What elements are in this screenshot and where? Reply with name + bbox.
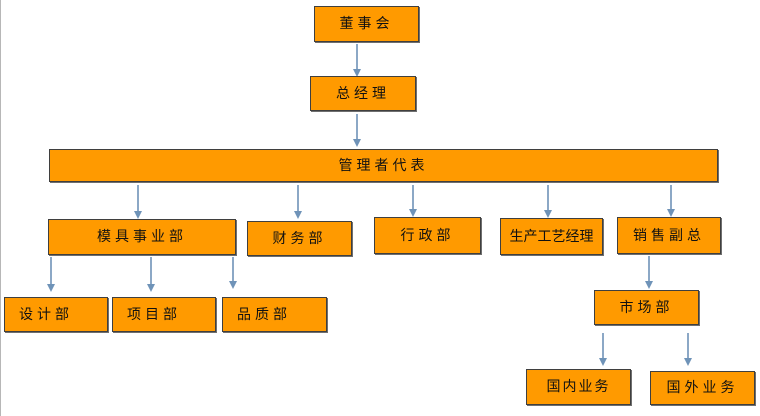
node-gm-label: 总经理: [336, 85, 390, 102]
node-quality-label: 品质部: [237, 306, 291, 323]
node-admin-label: 行政部: [400, 227, 455, 244]
page-left-border: [0, 0, 1, 416]
node-mgmt-rep-label: 管理者代表: [338, 157, 429, 174]
node-board: 董事会: [314, 6, 419, 42]
node-overseas-label: 国外业务: [666, 380, 739, 396]
node-board-label: 董事会: [339, 16, 394, 32]
node-sales-vp: 销售副总: [617, 217, 721, 254]
node-market: 市场部: [594, 290, 699, 325]
node-mold-division: 模具事业部: [48, 219, 236, 255]
node-admin: 行政部: [374, 217, 481, 254]
node-production-mgr: 生产工艺经理: [500, 218, 603, 255]
node-mgmt-rep: 管理者代表: [49, 149, 718, 182]
node-production-mgr-label: 生产工艺经理: [509, 228, 594, 245]
node-quality: 品质部: [222, 297, 327, 332]
node-finance-label: 财务部: [272, 230, 327, 247]
node-finance: 财务部: [247, 221, 352, 256]
node-design-label: 设计部: [19, 306, 73, 323]
node-domestic-label: 国内业务: [546, 379, 611, 395]
node-project: 项目部: [112, 297, 216, 332]
node-overseas: 国外业务: [650, 371, 755, 405]
node-mold-division-label: 模具事业部: [97, 229, 187, 245]
node-project-label: 项目部: [127, 306, 181, 323]
node-gm: 总经理: [310, 76, 416, 111]
node-design: 设计部: [4, 297, 108, 332]
node-sales-vp-label: 销售副总: [633, 227, 705, 244]
node-market-label: 市场部: [619, 299, 674, 316]
node-domestic: 国内业务: [526, 369, 631, 405]
